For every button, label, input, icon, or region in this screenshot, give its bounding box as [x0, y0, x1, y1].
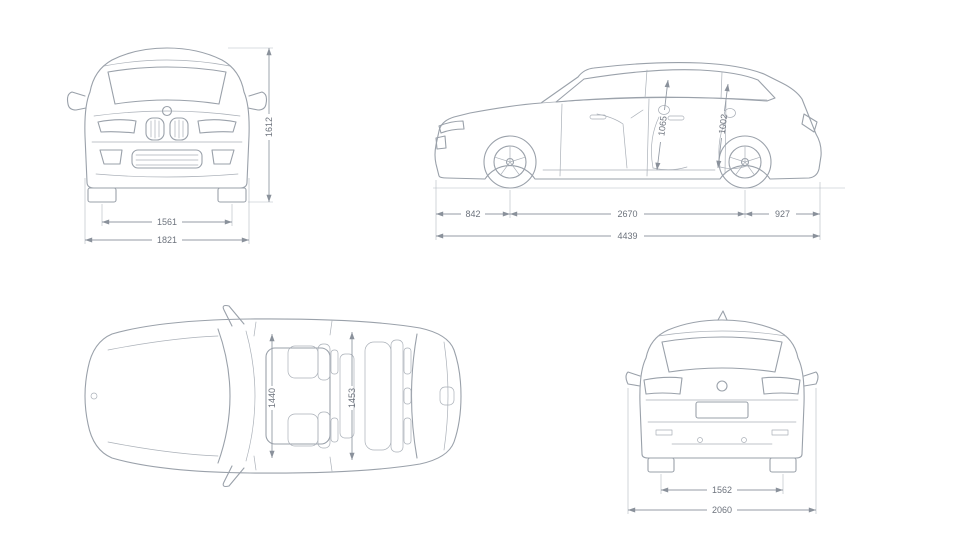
rear-right-mirror [803, 371, 819, 387]
seats [287, 339, 412, 453]
dim-rear-overhang: 927 [775, 209, 790, 219]
dim-rear-track: 1562 [712, 485, 732, 495]
front-view-dimensions: 1612 1561 1821 [84, 47, 274, 245]
taillight [801, 113, 818, 133]
sunroof [265, 347, 331, 445]
shark-fin-antenna [717, 310, 728, 321]
rear-right-tire [769, 457, 797, 473]
dim-front-overhang: 842 [465, 209, 480, 219]
dim-overall-width: 1821 [157, 235, 177, 245]
dim-rear-interior-width: 1453 [347, 388, 357, 408]
kidney-grille [145, 117, 189, 141]
top-view-car-outline [84, 304, 462, 488]
top-left-mirror [222, 304, 245, 327]
rear-window [661, 336, 783, 373]
left-mirror [66, 91, 87, 111]
rear-wheel [718, 135, 772, 189]
side-view-car-outline [433, 62, 845, 189]
roundel-badge [161, 105, 173, 117]
front-wheel [483, 135, 537, 189]
dim-overall-length: 4439 [617, 231, 637, 241]
side-view-dimensions: 1065 1002 842 2670 927 4439 [435, 79, 821, 241]
top-view-dimensions: 1440 1453 [267, 332, 357, 460]
right-headlight [197, 119, 237, 134]
dim-wheelbase: 2670 [617, 209, 637, 219]
rear-window-line [410, 333, 418, 459]
left-taillight [643, 376, 683, 395]
front-view-car-outline [66, 47, 268, 203]
glasshouse [555, 69, 776, 103]
rear-view: 1562 2060 [625, 310, 819, 515]
windshield-line [217, 328, 231, 464]
front-door-handle [589, 114, 607, 120]
top-view: 1440 1453 [84, 304, 462, 488]
dim-front-interior-width: 1440 [267, 388, 277, 408]
lower-intake [131, 149, 203, 169]
dim-front-track: 1561 [157, 217, 177, 227]
roundel-badge-rear [716, 380, 728, 392]
windshield [107, 66, 227, 105]
right-taillight [761, 376, 801, 395]
license-plate-area [695, 401, 749, 419]
left-headlight [97, 119, 137, 134]
front-left-tire [87, 187, 117, 203]
rear-view-dimensions: 1562 2060 [627, 388, 817, 515]
top-right-mirror [222, 465, 245, 488]
hood-badge [90, 392, 98, 400]
dim-overall-height: 1612 [264, 117, 274, 137]
roof-antenna [439, 386, 455, 406]
rear-left-mirror [625, 371, 641, 387]
rear-left-tire [647, 457, 675, 473]
right-mirror [247, 91, 268, 111]
side-view: 1065 1002 842 2670 927 4439 [433, 62, 845, 241]
dim-front-interior-height: 1065 [656, 115, 668, 136]
dim-rear-interior-height: 1002 [717, 113, 729, 134]
front-right-tire [217, 187, 247, 203]
front-view: 1612 1561 1821 [66, 47, 274, 245]
dim-rear-overall-width: 2060 [712, 505, 732, 515]
rear-door-handle [667, 115, 685, 121]
rear-view-car-outline [625, 310, 819, 473]
headlight [438, 120, 465, 134]
